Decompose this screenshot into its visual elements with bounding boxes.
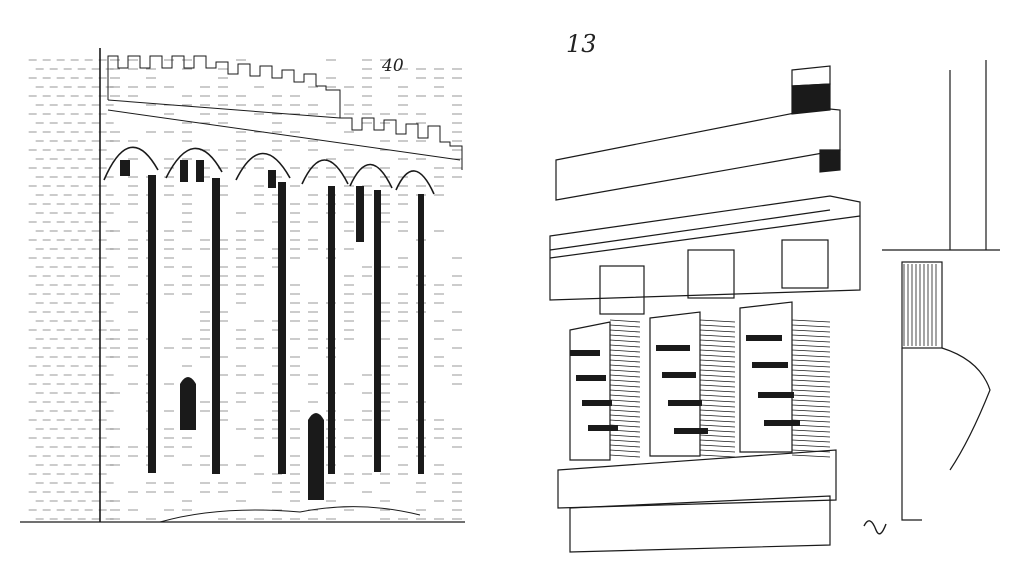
hatch-stroke: [792, 370, 830, 372]
hatch-stroke: [792, 430, 830, 432]
hatch-stroke: [792, 385, 830, 387]
hatch-stroke: [610, 390, 640, 392]
hatch-stroke: [792, 340, 830, 342]
hatch-stroke: [792, 360, 830, 362]
hatch-stroke: [700, 325, 735, 327]
hatch-stroke: [610, 320, 640, 322]
hatch-stroke: [700, 375, 735, 377]
corbel-detail-engraving: 13: [530, 0, 1024, 561]
hatch-stroke: [610, 435, 640, 437]
hatch-stroke: [792, 355, 830, 357]
hatch-stroke: [792, 390, 830, 392]
figure-number: 40: [382, 56, 404, 76]
hatch-stroke: [792, 350, 830, 352]
hatch-stroke: [700, 340, 735, 342]
hatch-stroke: [700, 420, 735, 422]
hatch-stroke: [610, 420, 640, 422]
hatch-stroke: [610, 345, 640, 347]
hatch-stroke: [792, 410, 830, 412]
hatch-stroke: [610, 405, 640, 407]
wall-drawing: [0, 0, 480, 561]
hatch-stroke: [700, 355, 735, 357]
hatch-stroke: [792, 345, 830, 347]
hatch-stroke: [792, 330, 830, 332]
hatch-stroke: [700, 445, 735, 447]
hatch-stroke: [700, 335, 735, 337]
hatch-stroke: [700, 380, 735, 382]
hatch-stroke: [792, 445, 830, 447]
hatch-stroke: [610, 325, 640, 327]
hatch-stroke: [792, 335, 830, 337]
hatch-stroke: [610, 330, 640, 332]
hatch-stroke: [792, 320, 830, 322]
hatch-stroke: [700, 415, 735, 417]
hatch-stroke: [700, 440, 735, 442]
hatch-stroke: [700, 450, 735, 452]
hatch-stroke: [610, 400, 640, 402]
figure-number: 13: [566, 30, 597, 58]
hatch-stroke: [610, 360, 640, 362]
hatch-stroke: [700, 365, 735, 367]
engraver-monogram: [864, 521, 886, 534]
hatch-stroke: [700, 350, 735, 352]
hatch-stroke: [700, 370, 735, 372]
hatch-stroke: [700, 330, 735, 332]
hatch-stroke: [700, 390, 735, 392]
hatch-stroke: [700, 410, 735, 412]
hatch-stroke: [610, 455, 640, 457]
hatch-stroke: [700, 400, 735, 402]
hatch-stroke: [610, 335, 640, 337]
hatch-stroke: [792, 440, 830, 442]
hatch-stroke: [792, 365, 830, 367]
hatch-stroke: [792, 400, 830, 402]
hatch-stroke: [700, 435, 735, 437]
hatch-stroke: [610, 340, 640, 342]
hatch-stroke: [792, 405, 830, 407]
hatch-stroke: [610, 395, 640, 397]
hatch-stroke: [700, 345, 735, 347]
hatch-stroke: [792, 325, 830, 327]
hatch-stroke: [610, 355, 640, 357]
hatch-stroke: [700, 395, 735, 397]
hatch-stroke: [700, 385, 735, 387]
hatch-stroke: [610, 350, 640, 352]
corbel-drawing: [530, 0, 1024, 561]
hatch-stroke: [610, 410, 640, 412]
hatch-stroke: [700, 425, 735, 427]
hatch-stroke: [792, 375, 830, 377]
hatch-stroke: [610, 445, 640, 447]
hatch-stroke: [610, 380, 640, 382]
hatch-stroke: [700, 360, 735, 362]
hatch-stroke: [610, 365, 640, 367]
hatch-stroke: [610, 440, 640, 442]
fortified-wall-engraving: 40: [0, 0, 480, 561]
hatch-stroke: [610, 370, 640, 372]
hatch-stroke: [700, 405, 735, 407]
hatch-stroke: [610, 375, 640, 377]
hatch-stroke: [792, 455, 830, 457]
hatch-stroke: [610, 415, 640, 417]
hatch-stroke: [700, 455, 735, 457]
hatch-stroke: [792, 380, 830, 382]
hatch-stroke: [610, 450, 640, 452]
hatch-stroke: [700, 320, 735, 322]
hatch-stroke: [792, 395, 830, 397]
hatch-stroke: [792, 435, 830, 437]
hatch-stroke: [792, 415, 830, 417]
hatch-stroke: [610, 385, 640, 387]
